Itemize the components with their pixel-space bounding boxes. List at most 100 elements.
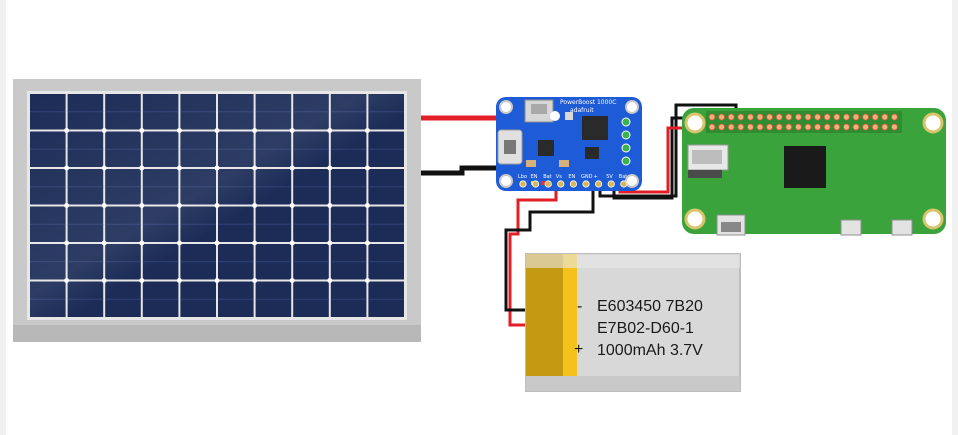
raspberry-pi-zero-icon	[682, 108, 946, 236]
lipo-battery-icon: - + E603450 7B20 E7B02-D60-1 1000mAh 3.7…	[525, 253, 741, 392]
wire-battery-positive	[508, 186, 558, 327]
jst-inner	[531, 104, 547, 114]
gpio-pin	[727, 123, 735, 131]
sd-card-edge	[688, 170, 722, 178]
gpio-pin	[737, 113, 745, 121]
mount-hole-br	[625, 174, 639, 188]
gpio-pin	[862, 113, 869, 121]
pin-label: Lbo	[518, 174, 527, 180]
battery-minus-symbol: -	[577, 298, 582, 315]
gpio-pin	[718, 113, 725, 121]
usb-inner	[504, 140, 516, 154]
gpio-pin	[814, 123, 821, 131]
gpio-pin	[708, 123, 716, 131]
gpio-pin	[718, 123, 725, 131]
gpio-pin	[823, 113, 831, 121]
gpio-pin	[891, 123, 898, 131]
gpio-pin	[795, 123, 802, 131]
board-header-pins	[519, 180, 628, 188]
header-pin	[594, 180, 603, 188]
led-red	[541, 181, 546, 185]
battery-top-highlight	[526, 254, 740, 268]
battery-bottom-edge	[526, 376, 740, 391]
capacitor-2	[526, 160, 536, 167]
pi-mount-hole-tl	[684, 112, 706, 134]
battery-plus-symbol: +	[574, 341, 583, 358]
wire-panel-negative	[421, 165, 498, 176]
gpio-pin	[871, 113, 879, 121]
gpio-pin	[775, 123, 783, 131]
battery-label-line-3: 1000mAh 3.7V	[597, 342, 703, 359]
mount-hole-tl	[499, 100, 513, 114]
pad-right-1	[621, 117, 631, 127]
gpio-pin	[862, 123, 869, 131]
battery-label-line-1: E603450 7B20	[597, 298, 703, 315]
gpio-pin	[881, 113, 889, 121]
gpio-pin	[814, 113, 821, 121]
micro-usb-port-1	[840, 219, 862, 236]
gpio-pin	[766, 113, 773, 121]
left-frame-edge	[0, 0, 6, 435]
wire-battery-negative	[504, 186, 595, 312]
gpio-pin	[891, 113, 898, 121]
board-title: PowerBoost 1000C	[560, 99, 616, 106]
gpio-pin	[785, 123, 793, 131]
header-pin	[582, 180, 590, 188]
gpio-pin	[747, 113, 754, 121]
pad-right-3	[621, 143, 631, 153]
pin-label: 5V	[606, 174, 613, 180]
gpio-pin	[881, 123, 889, 131]
mount-hole-tr	[625, 100, 639, 114]
header-pin	[620, 180, 628, 188]
pi-gpio-header	[706, 111, 902, 133]
adafruit-logo-icon	[550, 111, 560, 121]
charger-chip	[538, 140, 554, 156]
header-pin	[531, 180, 540, 188]
header-pin	[569, 180, 578, 188]
solar-panel-bottom-frame	[13, 325, 421, 342]
header-pin	[544, 180, 552, 188]
gpio-pin	[775, 113, 783, 121]
soc-chip	[784, 146, 826, 188]
gpio-pin	[756, 123, 764, 131]
solar-panel-icon	[13, 79, 421, 342]
pi-mount-hole-br	[922, 208, 944, 230]
pin-label: +	[594, 174, 598, 180]
gpio-pin	[727, 113, 735, 121]
micro-usb-port-2	[891, 219, 913, 236]
gpio-pin	[871, 123, 879, 131]
inductor	[565, 112, 573, 120]
pin-label: Vs	[556, 174, 562, 180]
gpio-pin	[852, 123, 860, 131]
pin-label: Bat	[619, 174, 627, 180]
gpio-pin	[795, 113, 802, 121]
gpio-pin	[785, 113, 793, 121]
pad-right-4	[621, 156, 631, 166]
gpio-pin	[804, 123, 812, 131]
pin-label: Bat	[543, 174, 551, 180]
pi-mount-hole-tr	[922, 112, 944, 134]
gpio-pin	[708, 113, 716, 121]
gpio-pin	[843, 113, 850, 121]
pin-label: GND	[581, 174, 593, 180]
gpio-pin	[756, 113, 764, 121]
header-pin	[557, 180, 565, 188]
sd-card-inner	[692, 150, 722, 164]
mount-hole-bl	[499, 174, 513, 188]
board-brand: adafruit	[570, 107, 594, 114]
pad-right-2	[621, 130, 631, 140]
gpio-strip	[706, 111, 902, 133]
gpio-pin	[747, 123, 754, 131]
header-pin	[607, 180, 615, 188]
gpio-pin	[737, 123, 745, 131]
boost-chip	[582, 116, 608, 140]
pin-label: EN	[531, 174, 538, 180]
gpio-pin	[833, 123, 841, 131]
mini-hdmi-inner	[721, 222, 741, 232]
battery-wrap-light	[563, 254, 577, 391]
gpio-pin	[833, 113, 841, 121]
gpio-pin	[843, 123, 850, 131]
